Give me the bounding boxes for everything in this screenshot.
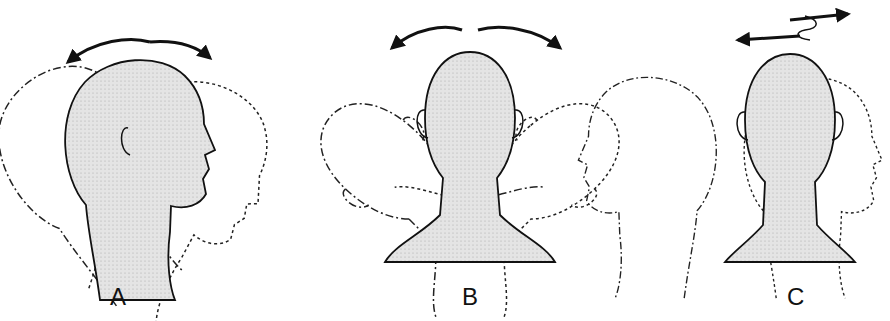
head-rotation (578, 14, 882, 298)
head-lateral-flexion (275, 27, 665, 317)
head-flexion-extension (0, 39, 297, 321)
panel-label: C (787, 285, 804, 309)
panel-label: A (110, 285, 126, 309)
panel-label: B (462, 285, 478, 309)
